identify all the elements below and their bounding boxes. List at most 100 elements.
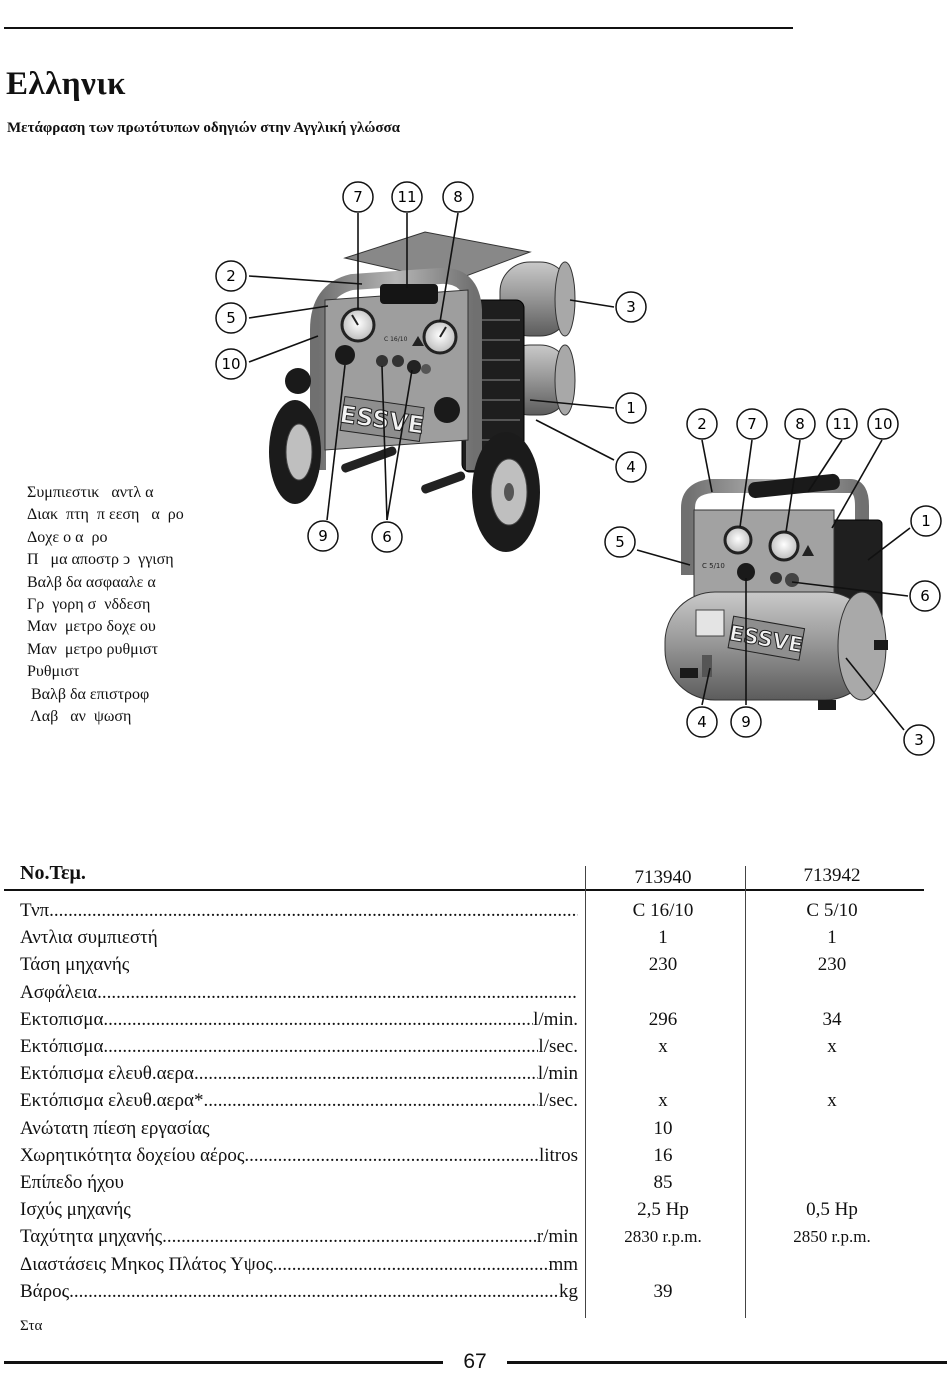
svg-text:11: 11 bbox=[397, 188, 416, 206]
parts-legend-item: Δοχε ο α ρο bbox=[27, 528, 108, 546]
svg-text:6: 6 bbox=[920, 587, 930, 605]
spec-value-713942: 34 bbox=[822, 1009, 842, 1030]
callout-2-left: 2 bbox=[215, 260, 247, 292]
page-title: Ελληνικ bbox=[6, 66, 126, 102]
spec-row-label: Τάση μηχανής bbox=[20, 954, 578, 976]
specs-column-divider bbox=[585, 866, 586, 1318]
parts-legend-item: Μαν μετρο ρυθμιστ bbox=[27, 640, 159, 658]
callout-3-left: 3 bbox=[615, 291, 647, 323]
svg-text:5: 5 bbox=[615, 533, 625, 551]
svg-text:9: 9 bbox=[741, 713, 751, 731]
spec-label-text: Εκτόπισμα ελευθ.αερα bbox=[20, 1063, 194, 1084]
spec-row-label: Εκτοπισμα l/min. bbox=[20, 1009, 578, 1031]
spec-label-text: Αντλια συμπιεστή bbox=[20, 927, 158, 948]
parts-legend-item: Βαλβ δα επιστροφ bbox=[27, 685, 150, 703]
callout-11-right: 11 bbox=[826, 408, 858, 440]
spec-label-text: Χωρητικότητα δοχείου αέρος bbox=[20, 1145, 245, 1166]
dot-leader bbox=[244, 1145, 539, 1167]
callout-1-right: 1 bbox=[910, 505, 942, 537]
spec-value-713942: 2850 r.p.m. bbox=[793, 1227, 871, 1246]
spec-value-713940: C 16/10 bbox=[632, 900, 694, 921]
spec-label-text: Τνπ bbox=[20, 900, 50, 921]
spec-value-713942: 230 bbox=[817, 954, 847, 975]
spec-value-713940: 2830 r.p.m. bbox=[624, 1227, 702, 1246]
spec-label-text: Επίπεδο ήχου bbox=[20, 1172, 124, 1193]
callout-2-right: 2 bbox=[686, 408, 718, 440]
spec-label-text: Εκτοπισμα bbox=[20, 1009, 104, 1030]
dot-leader bbox=[203, 1090, 538, 1112]
spec-value-713940: 1 bbox=[658, 927, 668, 948]
dot-leader bbox=[103, 1009, 533, 1031]
specs-header-rule bbox=[4, 889, 924, 891]
svg-text:4: 4 bbox=[626, 458, 636, 476]
parts-legend-item: Μαν μετρο δοχε ου bbox=[27, 618, 156, 636]
specs-column-divider bbox=[745, 866, 746, 1318]
svg-text:4: 4 bbox=[697, 713, 707, 731]
dot-leader bbox=[194, 1063, 538, 1085]
parts-legend: Συμπιεστικ αντλ α Διακ πτη π εεση α ρο Δ… bbox=[27, 482, 184, 728]
spec-value-713940: 10 bbox=[653, 1118, 673, 1139]
spec-row-label: Βάροςkg bbox=[20, 1281, 578, 1303]
dot-leader bbox=[69, 1281, 559, 1303]
spec-label-text: Τάση μηχανής bbox=[20, 954, 130, 975]
dot-leader bbox=[103, 1036, 538, 1058]
spec-unit: l/min. bbox=[533, 1009, 578, 1030]
svg-text:2: 2 bbox=[226, 267, 236, 285]
bottom-rule bbox=[507, 1361, 947, 1364]
spec-row-label: Εκτόπισμα ελευθ.αερα l/min bbox=[20, 1063, 578, 1085]
callout-6-right: 6 bbox=[909, 580, 941, 612]
svg-text:10: 10 bbox=[873, 415, 892, 433]
model-label-left: C 16/10 bbox=[384, 336, 408, 343]
spec-row-label: Ταχύτητα μηχανήςr/min bbox=[20, 1226, 578, 1248]
model-label-right: C 5/10 bbox=[702, 562, 725, 570]
callout-8-right: 8 bbox=[784, 408, 816, 440]
spec-value-713942: 1 bbox=[827, 927, 837, 948]
svg-text:11: 11 bbox=[832, 415, 851, 433]
svg-text:6: 6 bbox=[382, 528, 392, 546]
spec-row-label: Ανώτατη πίεση εργασίας bbox=[20, 1118, 578, 1140]
spec-label-text: Διαστάσεις Μηκος Πλάτος Υψος bbox=[20, 1254, 273, 1275]
svg-text:8: 8 bbox=[795, 415, 805, 433]
bottom-rule bbox=[4, 1361, 443, 1364]
spec-row-label: Εκτόπισμαl/sec. bbox=[20, 1036, 578, 1058]
callout-10-left: 10 bbox=[215, 348, 247, 380]
spec-row-label: Τνπ bbox=[20, 900, 578, 922]
machine-c5-10: C 5/10 ESSVE bbox=[664, 473, 888, 710]
machine-c16-10: C 16/10 ESSVE bbox=[269, 231, 576, 552]
callout-5-left: 5 bbox=[215, 302, 247, 334]
spec-value-713942: x bbox=[827, 1090, 837, 1111]
spec-unit: l/sec. bbox=[538, 1036, 578, 1057]
spec-row-label: Επίπεδο ήχου bbox=[20, 1172, 578, 1194]
spec-row-label: Ισχύς μηχανής bbox=[20, 1199, 578, 1221]
spec-row-label: Χωρητικότητα δοχείου αέροςlitros bbox=[20, 1145, 578, 1167]
spec-unit: l/min bbox=[537, 1063, 578, 1084]
spec-unit: kg bbox=[559, 1281, 578, 1302]
parts-legend-item: Λαβ αν ψωση bbox=[27, 708, 132, 726]
spec-unit: l/sec. bbox=[538, 1090, 578, 1111]
callout-10-right: 10 bbox=[867, 408, 899, 440]
spec-row-label: Ασφάλεια bbox=[20, 982, 578, 1004]
spec-value-713942: x bbox=[827, 1036, 837, 1057]
spec-value-713940: 2,5 Hp bbox=[637, 1199, 689, 1220]
spec-value-713940: x bbox=[658, 1036, 668, 1057]
spec-label-text: Ισχύς μηχανής bbox=[20, 1199, 131, 1220]
dot-leader bbox=[97, 982, 578, 1004]
spec-value-713940: 39 bbox=[653, 1281, 673, 1302]
footer-note: Στα bbox=[20, 1318, 43, 1334]
svg-text:2: 2 bbox=[697, 415, 707, 433]
callout-9-right: 9 bbox=[730, 706, 762, 738]
callout-7-right: 7 bbox=[736, 408, 768, 440]
svg-text:3: 3 bbox=[626, 298, 636, 316]
callout-5-right: 5 bbox=[604, 526, 636, 558]
svg-text:7: 7 bbox=[747, 415, 757, 433]
parts-legend-item: Ρυθμιστ bbox=[27, 663, 80, 681]
parts-legend-item: Π μα αποστρ ͻ γγιση bbox=[27, 551, 174, 569]
spec-value-713940: 296 bbox=[648, 1009, 678, 1030]
spec-value-713940: 16 bbox=[653, 1145, 673, 1166]
svg-text:9: 9 bbox=[318, 527, 328, 545]
svg-text:8: 8 bbox=[453, 188, 463, 206]
callout-3-right: 3 bbox=[903, 724, 935, 756]
spec-row-label: Εκτόπισμα ελευθ.αερα*l/sec. bbox=[20, 1090, 578, 1112]
parts-legend-item: Γρ γορη σ νδδεση bbox=[27, 596, 151, 614]
svg-text:3: 3 bbox=[914, 731, 924, 749]
